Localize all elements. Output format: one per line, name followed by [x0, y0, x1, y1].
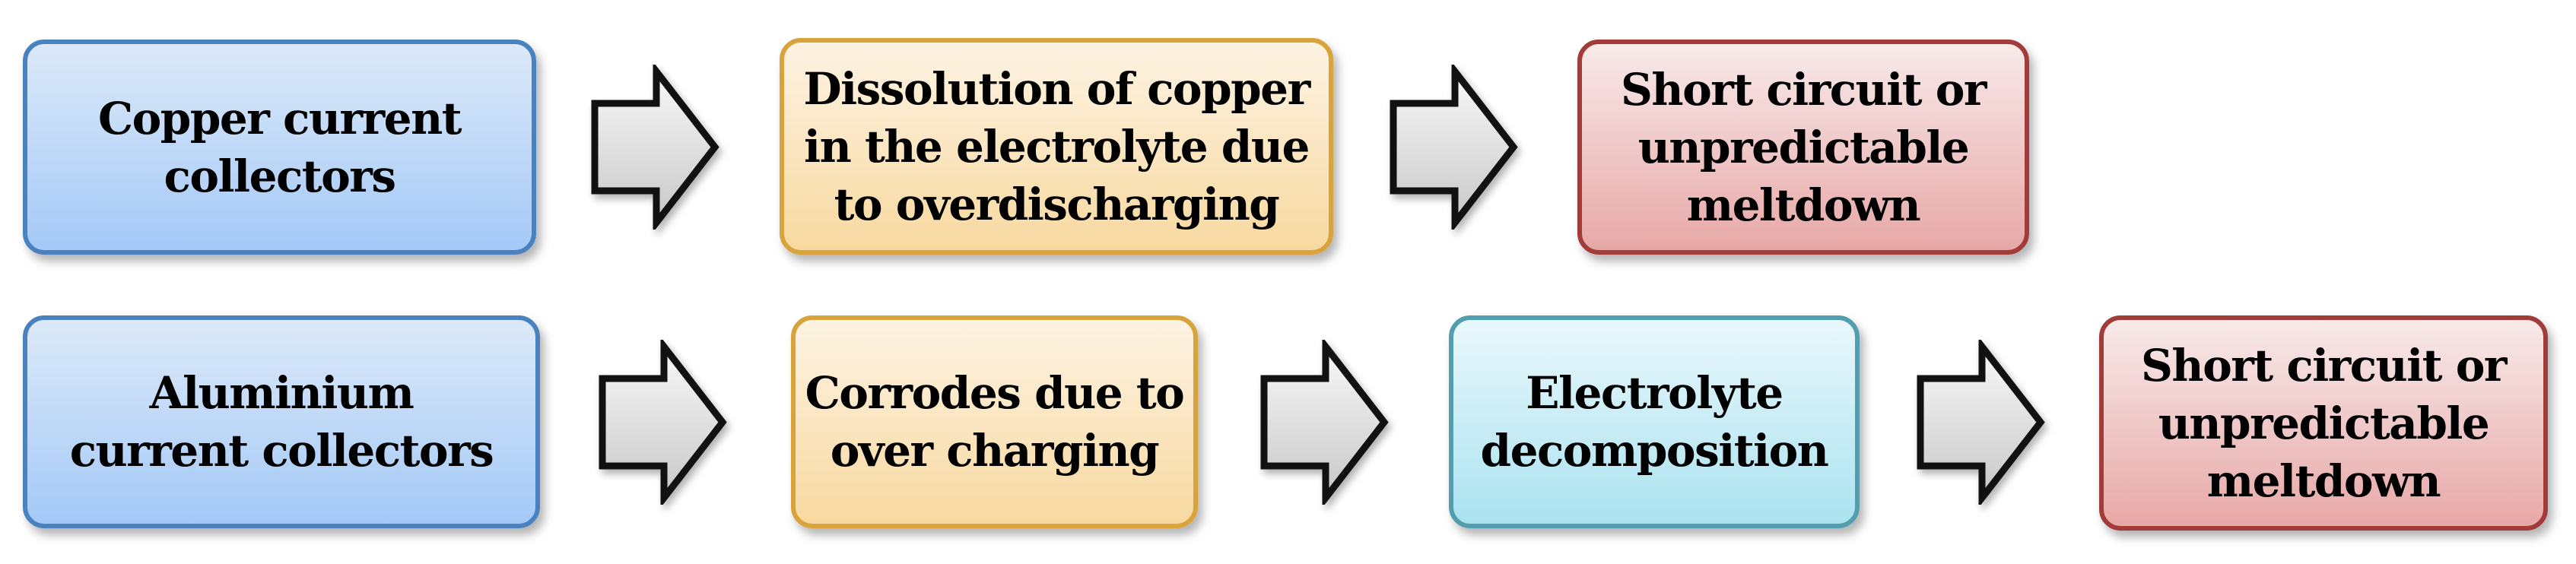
box-copper-current-collectors: Copper current collectors: [23, 40, 536, 255]
box-electrolyte-decomposition: Electrolyte decomposition: [1449, 315, 1860, 528]
right-arrow-icon: [599, 340, 728, 505]
box-label-line: Electrolyte: [1526, 367, 1784, 419]
box-label-line: Aluminium: [149, 367, 415, 419]
box-label-line: current collectors: [69, 425, 494, 477]
box-label-line: unpredictable: [1637, 121, 1970, 173]
box-label-line: Short circuit or: [2141, 339, 2507, 391]
box-dissolution-of-copper: Dissolution of copper in the electrolyte…: [780, 38, 1333, 255]
box-label-line: decomposition: [1480, 425, 1829, 477]
box-short-circuit-meltdown-bottom: Short circuit or unpredictable meltdown: [2099, 315, 2548, 531]
box-aluminium-current-collectors: Aluminium current collectors: [23, 315, 540, 528]
box-short-circuit-meltdown-top: Short circuit or unpredictable meltdown: [1577, 40, 2029, 255]
box-label-line: meltdown: [1686, 179, 1921, 231]
box-label-line: to overdischarging: [834, 178, 1280, 230]
box-label-line: collectors: [164, 150, 396, 202]
right-arrow-icon: [1260, 340, 1390, 505]
right-arrow-icon: [1917, 340, 2046, 505]
box-label-line: Copper current: [97, 92, 462, 144]
box-label-line: in the electrolyte due: [804, 120, 1310, 173]
box-label-line: over charging: [830, 425, 1160, 477]
box-corrodes-over-charging: Corrodes due to over charging: [791, 315, 1198, 528]
box-label-line: Short circuit or: [1621, 63, 1987, 116]
right-arrow-icon: [591, 65, 720, 230]
box-label-line: unpredictable: [2158, 397, 2490, 449]
box-label-line: Dissolution of copper: [803, 62, 1310, 115]
box-label-line: Corrodes due to: [805, 367, 1185, 419]
box-label-line: meltdown: [2206, 455, 2441, 507]
right-arrow-icon: [1390, 65, 1519, 230]
